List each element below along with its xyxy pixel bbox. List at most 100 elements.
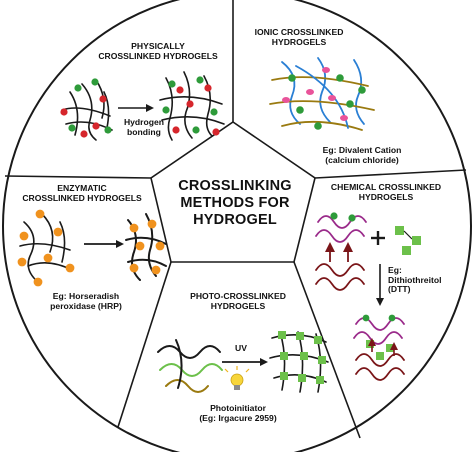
ionic-title: IONIC CROSSLINKED HYDROGELS [240,27,358,47]
chemical-title-line: CHEMICAL CROSSLINKED [330,182,442,192]
orange-node [65,263,75,273]
physical-dots-after [162,76,220,136]
divider-right [314,169,467,179]
green-node [104,126,112,134]
green-node [330,212,338,220]
lightbulb-icon [224,366,250,390]
green-square [280,372,288,380]
green-node [168,80,176,88]
chemical-example-line: Dithiothreitol [388,274,442,285]
orange-node [53,227,63,237]
ionic-example-line: Eg: Divalent Cation [322,145,402,155]
red-node [60,108,68,116]
green-node [162,106,170,114]
plus-icon [371,231,385,245]
orange-node [155,241,165,251]
photo-arrow-label: UV [226,343,256,354]
chemical-example-line: Eg: [388,265,402,275]
photo-example: Photoinitiator (Eg: Irgacure 2959) [178,403,298,423]
red-node [80,130,88,138]
physical-title-line: CROSSLINKED HYDROGELS [98,50,218,61]
green-square [278,331,286,339]
orange-node [129,223,139,233]
divider-bottom-left [117,261,172,428]
divider-bottom-right [293,261,361,439]
chemical-example: Eg: Dithiothreitol (DTT) [388,265,460,295]
chemical-polymer-top [315,215,367,243]
physical-arrow [118,104,154,112]
orange-node [17,257,27,267]
green-node [358,86,366,94]
green-square [402,246,411,255]
orange-node [33,277,43,287]
photo-title-line: HYDROGELS [210,300,266,311]
physical-dots-before [60,78,112,138]
chemical-down-arrow [376,264,384,306]
physical-title: PHYSICALLY CROSSLINKED HYDROGELS [86,41,230,61]
chemical-title-line: HYDROGELS [358,191,414,202]
green-node [336,74,344,82]
enzymatic-arrow [84,240,124,248]
center-title: CROSSLINKING METHODS FOR HYDROGEL [166,178,304,229]
green-node [91,78,99,86]
enzymatic-dots-after [129,219,165,275]
green-square [395,226,404,235]
chemical-example-line: (DTT) [388,284,411,295]
enzymatic-example-line: peroxidase (HRP) [50,300,122,311]
photo-green-squares [278,331,326,384]
photo-example-line: (Eg: Irgacure 2959) [199,412,277,423]
pink-node [282,97,290,103]
enzymatic-dots-before [17,209,75,287]
green-node [362,314,370,322]
green-node [192,126,200,134]
physical-title-line: PHYSICALLY [131,41,185,51]
dtt-molecules [395,226,421,255]
green-node [346,100,354,108]
pink-node [328,95,336,101]
green-node [388,314,396,322]
green-node [210,108,218,116]
photo-example-line: Photoinitiator [210,403,266,413]
orange-node [35,209,45,219]
photo-polymer-before [157,339,223,393]
center-title-line: CROSSLINKING [178,178,292,194]
chemical-green-dots [330,212,356,222]
green-node [74,84,82,92]
red-node [92,122,100,130]
red-node [212,128,220,136]
photo-title: PHOTO-CROSSLINKED HYDROGELS [178,291,298,311]
chemical-red-arrows [325,242,353,262]
enzymatic-example: Eg: Horseradish peroxidase (HRP) [26,291,146,311]
ionic-example-line: (calcium chloride) [325,154,399,165]
physical-caption-line: Hydrogen [123,117,165,127]
center-title-line: HYDROGEL [193,212,277,229]
green-square [280,352,288,360]
ionic-example: Eg: Divalent Cation (calcium chloride) [306,145,418,165]
green-square [298,374,306,382]
chemical-product-marks [362,314,398,360]
red-node [172,126,180,134]
photo-arrow [222,358,268,366]
green-node [314,122,322,130]
orange-node [151,265,161,275]
green-square [318,356,326,364]
physical-caption: Hydrogen bonding [112,117,176,137]
enzymatic-title-line: CROSSLINKED HYDROGELS [22,192,142,203]
green-node [348,214,356,222]
ionic-title-line: HYDROGELS [271,36,327,47]
physical-caption-line: bonding [127,126,161,137]
center-pentagon [150,121,316,263]
chemical-title: CHEMICAL CROSSLINKED HYDROGELS [318,182,454,202]
red-node [176,86,184,94]
red-node [186,100,194,108]
enzymatic-example-line: Eg: Horseradish [52,291,120,301]
green-node [296,106,304,114]
orange-node [19,231,29,241]
chemical-polymer-bottom [315,263,365,291]
red-node [204,84,212,92]
pink-node [306,89,314,95]
green-square [300,352,308,360]
enzymatic-title-line: ENZYMATIC [57,183,107,193]
orange-node [129,263,139,273]
